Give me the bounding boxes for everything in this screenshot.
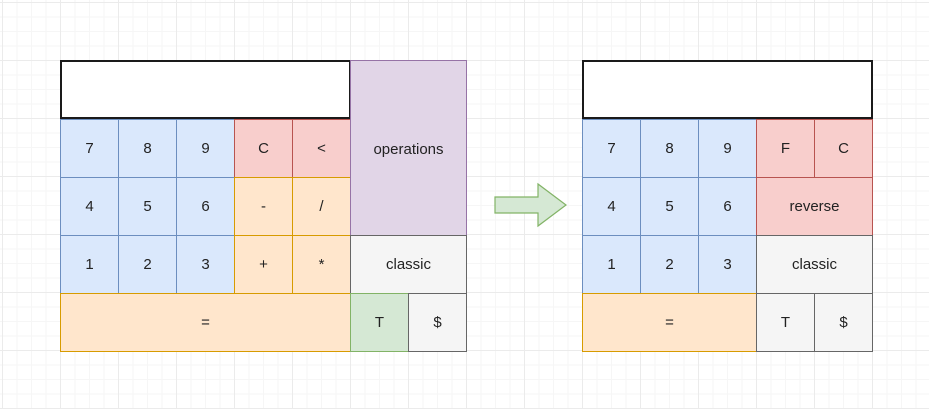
before-key-2: 2 [118, 235, 177, 294]
before-key-9: 9 [176, 119, 235, 178]
before-display [60, 60, 351, 119]
after-key-8: 8 [640, 119, 699, 178]
before-key-plus: + [234, 235, 293, 294]
before-operations-panel: operations [350, 60, 467, 236]
before-key-3: 3 [176, 235, 235, 294]
after-key-9: 9 [698, 119, 757, 178]
after-key-6: 6 [698, 177, 757, 236]
before-key-multiply: * [292, 235, 351, 294]
after-classic-panel: classic [756, 235, 873, 294]
after-key-dollar: $ [814, 293, 873, 352]
right-arrow-icon [494, 182, 567, 228]
before-key-t: T [350, 293, 409, 352]
before-key-1: 1 [60, 235, 119, 294]
before-key-dollar: $ [408, 293, 467, 352]
before-key-minus: - [234, 177, 293, 236]
after-key-equals: = [582, 293, 757, 352]
before-key-equals: = [60, 293, 351, 352]
after-key-3: 3 [698, 235, 757, 294]
after-key-t: T [756, 293, 815, 352]
after-key-1: 1 [582, 235, 641, 294]
after-key-2: 2 [640, 235, 699, 294]
before-key-8: 8 [118, 119, 177, 178]
before-key-6: 6 [176, 177, 235, 236]
after-key-7: 7 [582, 119, 641, 178]
after-reverse-panel: reverse [756, 177, 873, 236]
before-classic-panel: classic [350, 235, 467, 294]
after-display [582, 60, 873, 119]
after-key-clear: C [814, 119, 873, 178]
before-key-5: 5 [118, 177, 177, 236]
before-key-4: 4 [60, 177, 119, 236]
before-key-clear: C [234, 119, 293, 178]
after-key-5: 5 [640, 177, 699, 236]
before-key-divide: / [292, 177, 351, 236]
before-key-7: 7 [60, 119, 119, 178]
after-key-f: F [756, 119, 815, 178]
before-key-backspace: < [292, 119, 351, 178]
after-key-4: 4 [582, 177, 641, 236]
